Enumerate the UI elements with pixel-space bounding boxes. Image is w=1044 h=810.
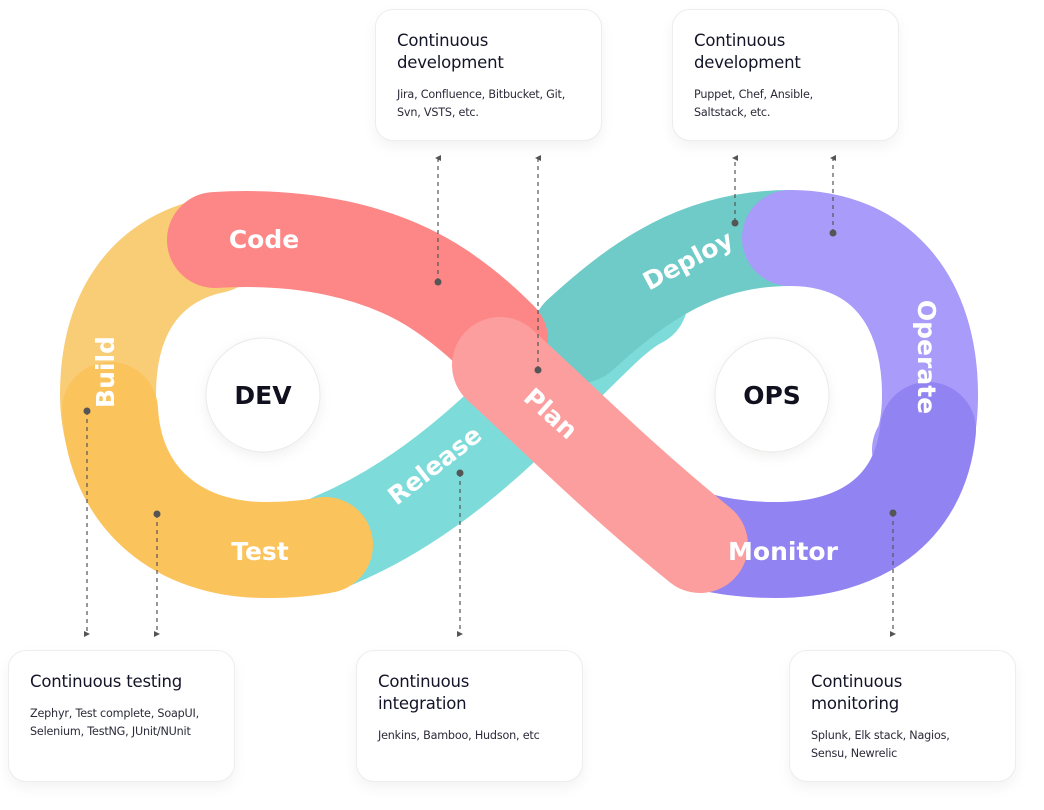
card-title: Continuous monitoring [811, 672, 903, 713]
connector-dot-test [153, 510, 161, 518]
card-tools: Puppet, Chef, Ansible, Saltstack, etc. [694, 88, 813, 119]
card-continuous-development-plan: Continuous development Jira, Confluence,… [375, 9, 602, 141]
connector-dot-code [434, 278, 442, 286]
card-tools: Jenkins, Bamboo, Hudson, etc [378, 729, 540, 742]
label-operate: Operate [912, 300, 941, 414]
card-title: Continuous development [694, 31, 801, 72]
card-continuous-development-deploy: Continuous development Puppet, Chef, Ans… [672, 9, 899, 141]
hub-ops: OPS [714, 337, 830, 453]
card-continuous-testing: Continuous testing Zephyr, Test complete… [8, 650, 235, 782]
connector-dot-release [456, 469, 464, 477]
label-code: Code [229, 225, 299, 254]
card-tools: Jira, Confluence, Bitbucket, Git, Svn, V… [397, 88, 566, 119]
card-continuous-integration: Continuous integration Jenkins, Bamboo, … [356, 650, 583, 782]
card-title: Continuous testing [30, 672, 183, 691]
connector-dot-operate [829, 229, 837, 237]
card-title: Continuous integration [378, 672, 470, 713]
card-tools: Splunk, Elk stack, Nagios, Sensu, Newrel… [811, 729, 950, 760]
card-continuous-monitoring: Continuous monitoring Splunk, Elk stack,… [789, 650, 1016, 782]
hub-dev: DEV [205, 337, 321, 453]
connector-dot-plan [534, 366, 542, 374]
label-monitor: Monitor [728, 537, 839, 566]
segment-test[interactable] [62, 362, 373, 599]
connector-dot-monitor [889, 509, 897, 517]
card-tools: Zephyr, Test complete, SoapUI, Selenium,… [30, 707, 199, 738]
label-build: Build [91, 336, 120, 408]
connector-dot-deploy [731, 219, 739, 227]
card-title: Continuous development [397, 31, 504, 72]
hub-dev-label: DEV [234, 381, 292, 410]
segment-code[interactable] [167, 191, 548, 388]
hub-ops-label: OPS [743, 381, 801, 410]
connector-dot-build [83, 407, 91, 415]
segment-plan[interactable] [452, 317, 748, 593]
label-test: Test [231, 537, 289, 566]
